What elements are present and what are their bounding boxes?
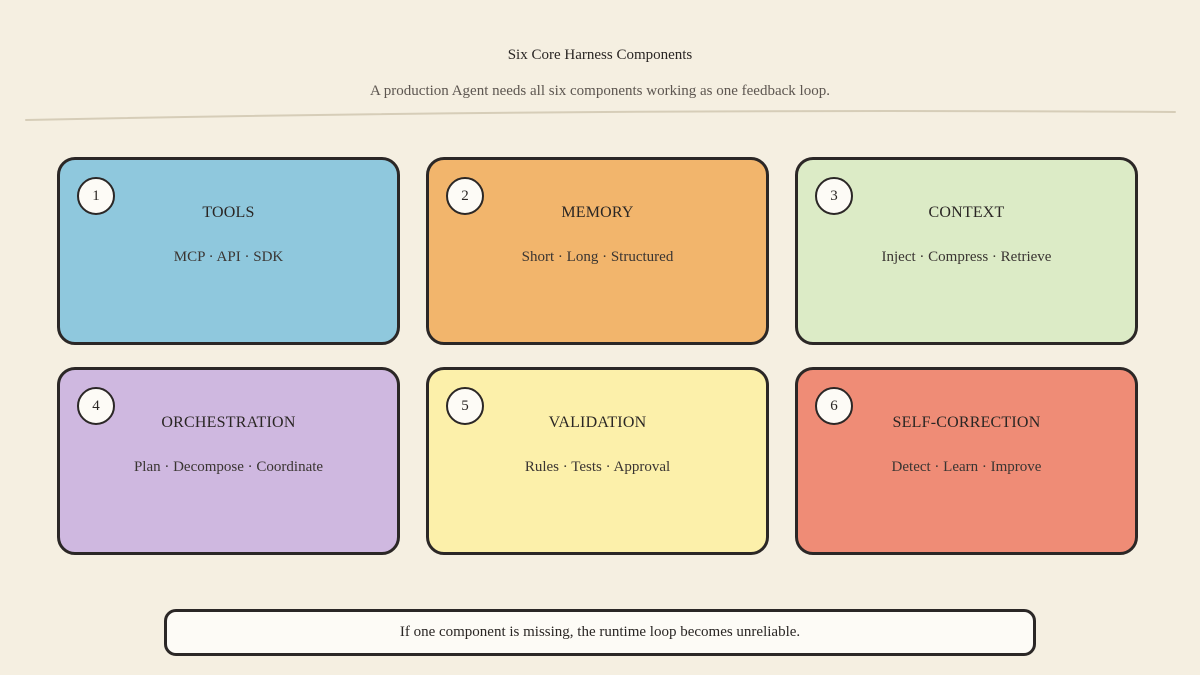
card-subtitle: Inject · Compress · Retrieve xyxy=(881,249,1052,265)
number-badge: 5 xyxy=(446,387,484,425)
number-badge: 6 xyxy=(815,387,853,425)
number-badge: 3 xyxy=(815,177,853,215)
component-card-memory: 2 MEMORY Short · Long · Structured xyxy=(426,157,769,345)
card-title: TOOLS xyxy=(202,204,255,221)
card-subtitle: MCP · API · SDK xyxy=(173,249,284,265)
card-title: VALIDATION xyxy=(548,414,647,431)
page-title: Six Core Harness Components xyxy=(507,47,693,63)
card-subtitle: Detect · Learn · Improve xyxy=(891,459,1042,475)
header-divider xyxy=(25,110,1176,121)
number-badge: 1 xyxy=(77,177,115,215)
card-subtitle: Plan · Decompose · Coordinate xyxy=(133,459,324,475)
card-title: ORCHESTRATION xyxy=(161,414,296,431)
page-subtitle: A production Agent needs all six compone… xyxy=(370,83,830,99)
component-card-orchestration: 4 ORCHESTRATION Plan · Decompose · Coord… xyxy=(57,367,400,555)
card-subtitle: Short · Long · Structured xyxy=(521,249,674,265)
footer-note: If one component is missing, the runtime… xyxy=(164,609,1036,656)
component-card-validation: 5 VALIDATION Rules · Tests · Approval xyxy=(426,367,769,555)
card-title: CONTEXT xyxy=(928,204,1005,221)
number-badge: 2 xyxy=(446,177,484,215)
number-badge: 4 xyxy=(77,387,115,425)
card-title: MEMORY xyxy=(561,204,634,221)
card-subtitle: Rules · Tests · Approval xyxy=(524,459,671,475)
component-card-context: 3 CONTEXT Inject · Compress · Retrieve xyxy=(795,157,1138,345)
card-title: SELF-CORRECTION xyxy=(892,414,1041,431)
component-card-tools: 1 TOOLS MCP · API · SDK xyxy=(57,157,400,345)
component-card-self-correction: 6 SELF-CORRECTION Detect · Learn · Impro… xyxy=(795,367,1138,555)
